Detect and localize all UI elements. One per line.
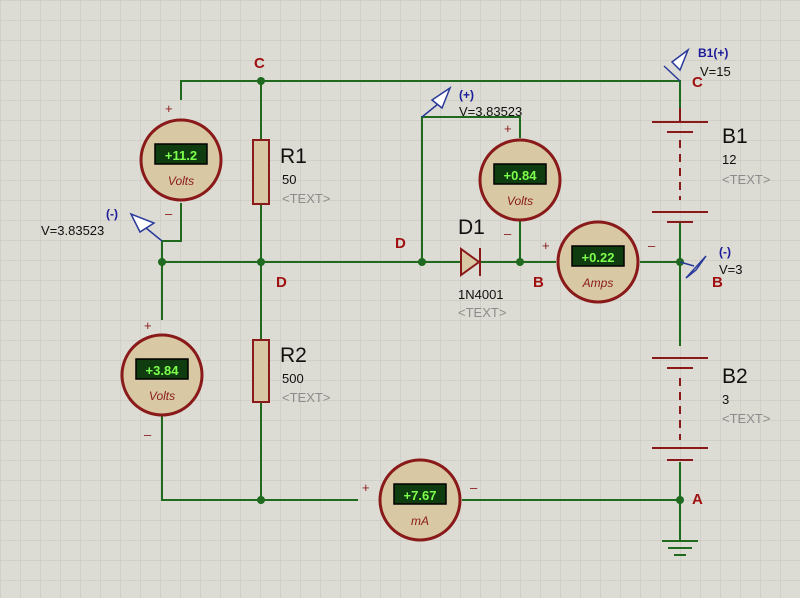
probe-minus-left-name: (-) (106, 207, 118, 221)
ammeter-plus: + (542, 238, 550, 253)
wire-d-vd1 (421, 116, 521, 262)
b1-name: B1 (722, 125, 748, 148)
b2-text: <TEXT> (722, 411, 770, 426)
r1-value: 50 (282, 172, 296, 187)
probe-minus-left-value: V=3.83523 (41, 223, 104, 238)
ammeter-unit: Amps (582, 276, 614, 290)
node-b-right: B (712, 274, 723, 291)
resistor-r2-body (252, 339, 270, 403)
voltmeter-r2-reading: +3.84 (146, 363, 180, 378)
junction-d (257, 258, 265, 266)
r1-text: <TEXT> (282, 191, 330, 206)
node-d-mid: D (395, 235, 406, 252)
probe-b1-plus[interactable]: B1(+) V=15 (663, 46, 731, 82)
probe-minus-right-value: V=3 (719, 262, 743, 277)
junctions (158, 77, 684, 504)
b2-name: B2 (722, 365, 748, 388)
node-labels: C C D D B B A (254, 55, 723, 508)
junction-d-left (158, 258, 166, 266)
voltmeter-r1-display (154, 143, 208, 165)
probe-b1-name: B1(+) (698, 46, 728, 60)
r2-name: R2 (280, 344, 307, 367)
ammeter-minus: – (648, 238, 656, 253)
voltmeter-r1-minus: – (165, 206, 173, 221)
resistor-r1-body (252, 139, 270, 205)
resistor-r1[interactable]: R1 50 <TEXT> (252, 139, 330, 206)
voltmeter-d1-unit: Volts (507, 194, 533, 208)
voltmeter-d1-reading: +0.84 (504, 168, 538, 183)
node-c-top: C (254, 55, 265, 72)
junction-bottom (257, 496, 265, 504)
probe-plus[interactable]: (+) V=3.83523 (421, 86, 522, 119)
probe-minus-right-arrow-icon (685, 255, 707, 279)
diode-triangle (460, 247, 481, 277)
voltmeter-r2-plus: + (144, 318, 152, 333)
r2-text: <TEXT> (282, 390, 330, 405)
voltmeter-r2-unit: Volts (149, 389, 175, 403)
voltmeter-r2-minus: – (144, 427, 152, 442)
ammeter-b[interactable]: +0.22 Amps + – (542, 220, 656, 304)
node-c-right: C (692, 74, 703, 91)
probe-plus-name: (+) (459, 88, 474, 102)
battery-b2[interactable]: B2 3 <TEXT> (652, 357, 770, 461)
node-a: A (692, 491, 703, 508)
node-d-left: D (276, 274, 287, 291)
b1-value: 12 (722, 152, 736, 167)
probe-minus-right-name: (-) (719, 245, 731, 259)
probe-plus-value: V=3.83523 (459, 104, 522, 119)
d1-text: <TEXT> (458, 305, 506, 320)
probe-minus-right[interactable]: (-) V=3 (679, 245, 743, 279)
voltmeter-d1-plus: + (504, 121, 512, 136)
b1-text: <TEXT> (722, 172, 770, 187)
probe-minus-left-arrow-icon (129, 212, 156, 234)
voltmeter-d1[interactable]: +0.84 Volts + – (478, 121, 562, 241)
junction-c (257, 77, 265, 85)
wire-top-c (180, 80, 681, 108)
d1-name: D1 (458, 216, 485, 239)
voltmeter-r1-reading: +11.2 (165, 148, 197, 163)
junction-a (676, 496, 684, 504)
junction-d-mid (418, 258, 426, 266)
voltmeter-r1-plus: + (165, 101, 173, 116)
node-b-mid: B (533, 274, 544, 291)
r1-name: R1 (280, 145, 307, 168)
voltmeter-r1-unit: Volts (168, 174, 194, 188)
d1-value: 1N4001 (458, 287, 504, 302)
battery-b1[interactable]: B1 12 <TEXT> (652, 108, 770, 223)
diode-d1[interactable]: D1 1N4001 <TEXT> (458, 216, 506, 320)
probe-plus-arrow-icon (430, 86, 452, 110)
voltmeter-d1-minus: – (504, 226, 512, 241)
r2-value: 500 (282, 371, 304, 386)
junction-b-mid (516, 258, 524, 266)
milliammeter[interactable]: +7.67 mA + – (362, 458, 478, 542)
milliammeter-minus: – (470, 480, 478, 495)
voltmeter-r2[interactable]: +3.84 Volts + – (120, 318, 204, 442)
probe-minus-left[interactable]: (-) V=3.83523 (41, 207, 163, 242)
wire-vr1-minus (161, 203, 182, 262)
milliammeter-plus: + (362, 480, 370, 495)
voltmeter-r1[interactable]: +11.2 Volts + – (139, 101, 223, 221)
ground-symbol (662, 540, 698, 556)
ammeter-reading: +0.22 (582, 250, 615, 265)
probe-b1-value: V=15 (700, 64, 731, 79)
wire-vr2-bottom (161, 414, 358, 501)
b2-value: 3 (722, 392, 729, 407)
resistor-r2[interactable]: R2 500 <TEXT> (252, 339, 330, 405)
milliammeter-unit: mA (411, 514, 429, 528)
probe-b1-arrow-icon (670, 47, 690, 72)
milliammeter-reading: +7.67 (404, 488, 437, 503)
